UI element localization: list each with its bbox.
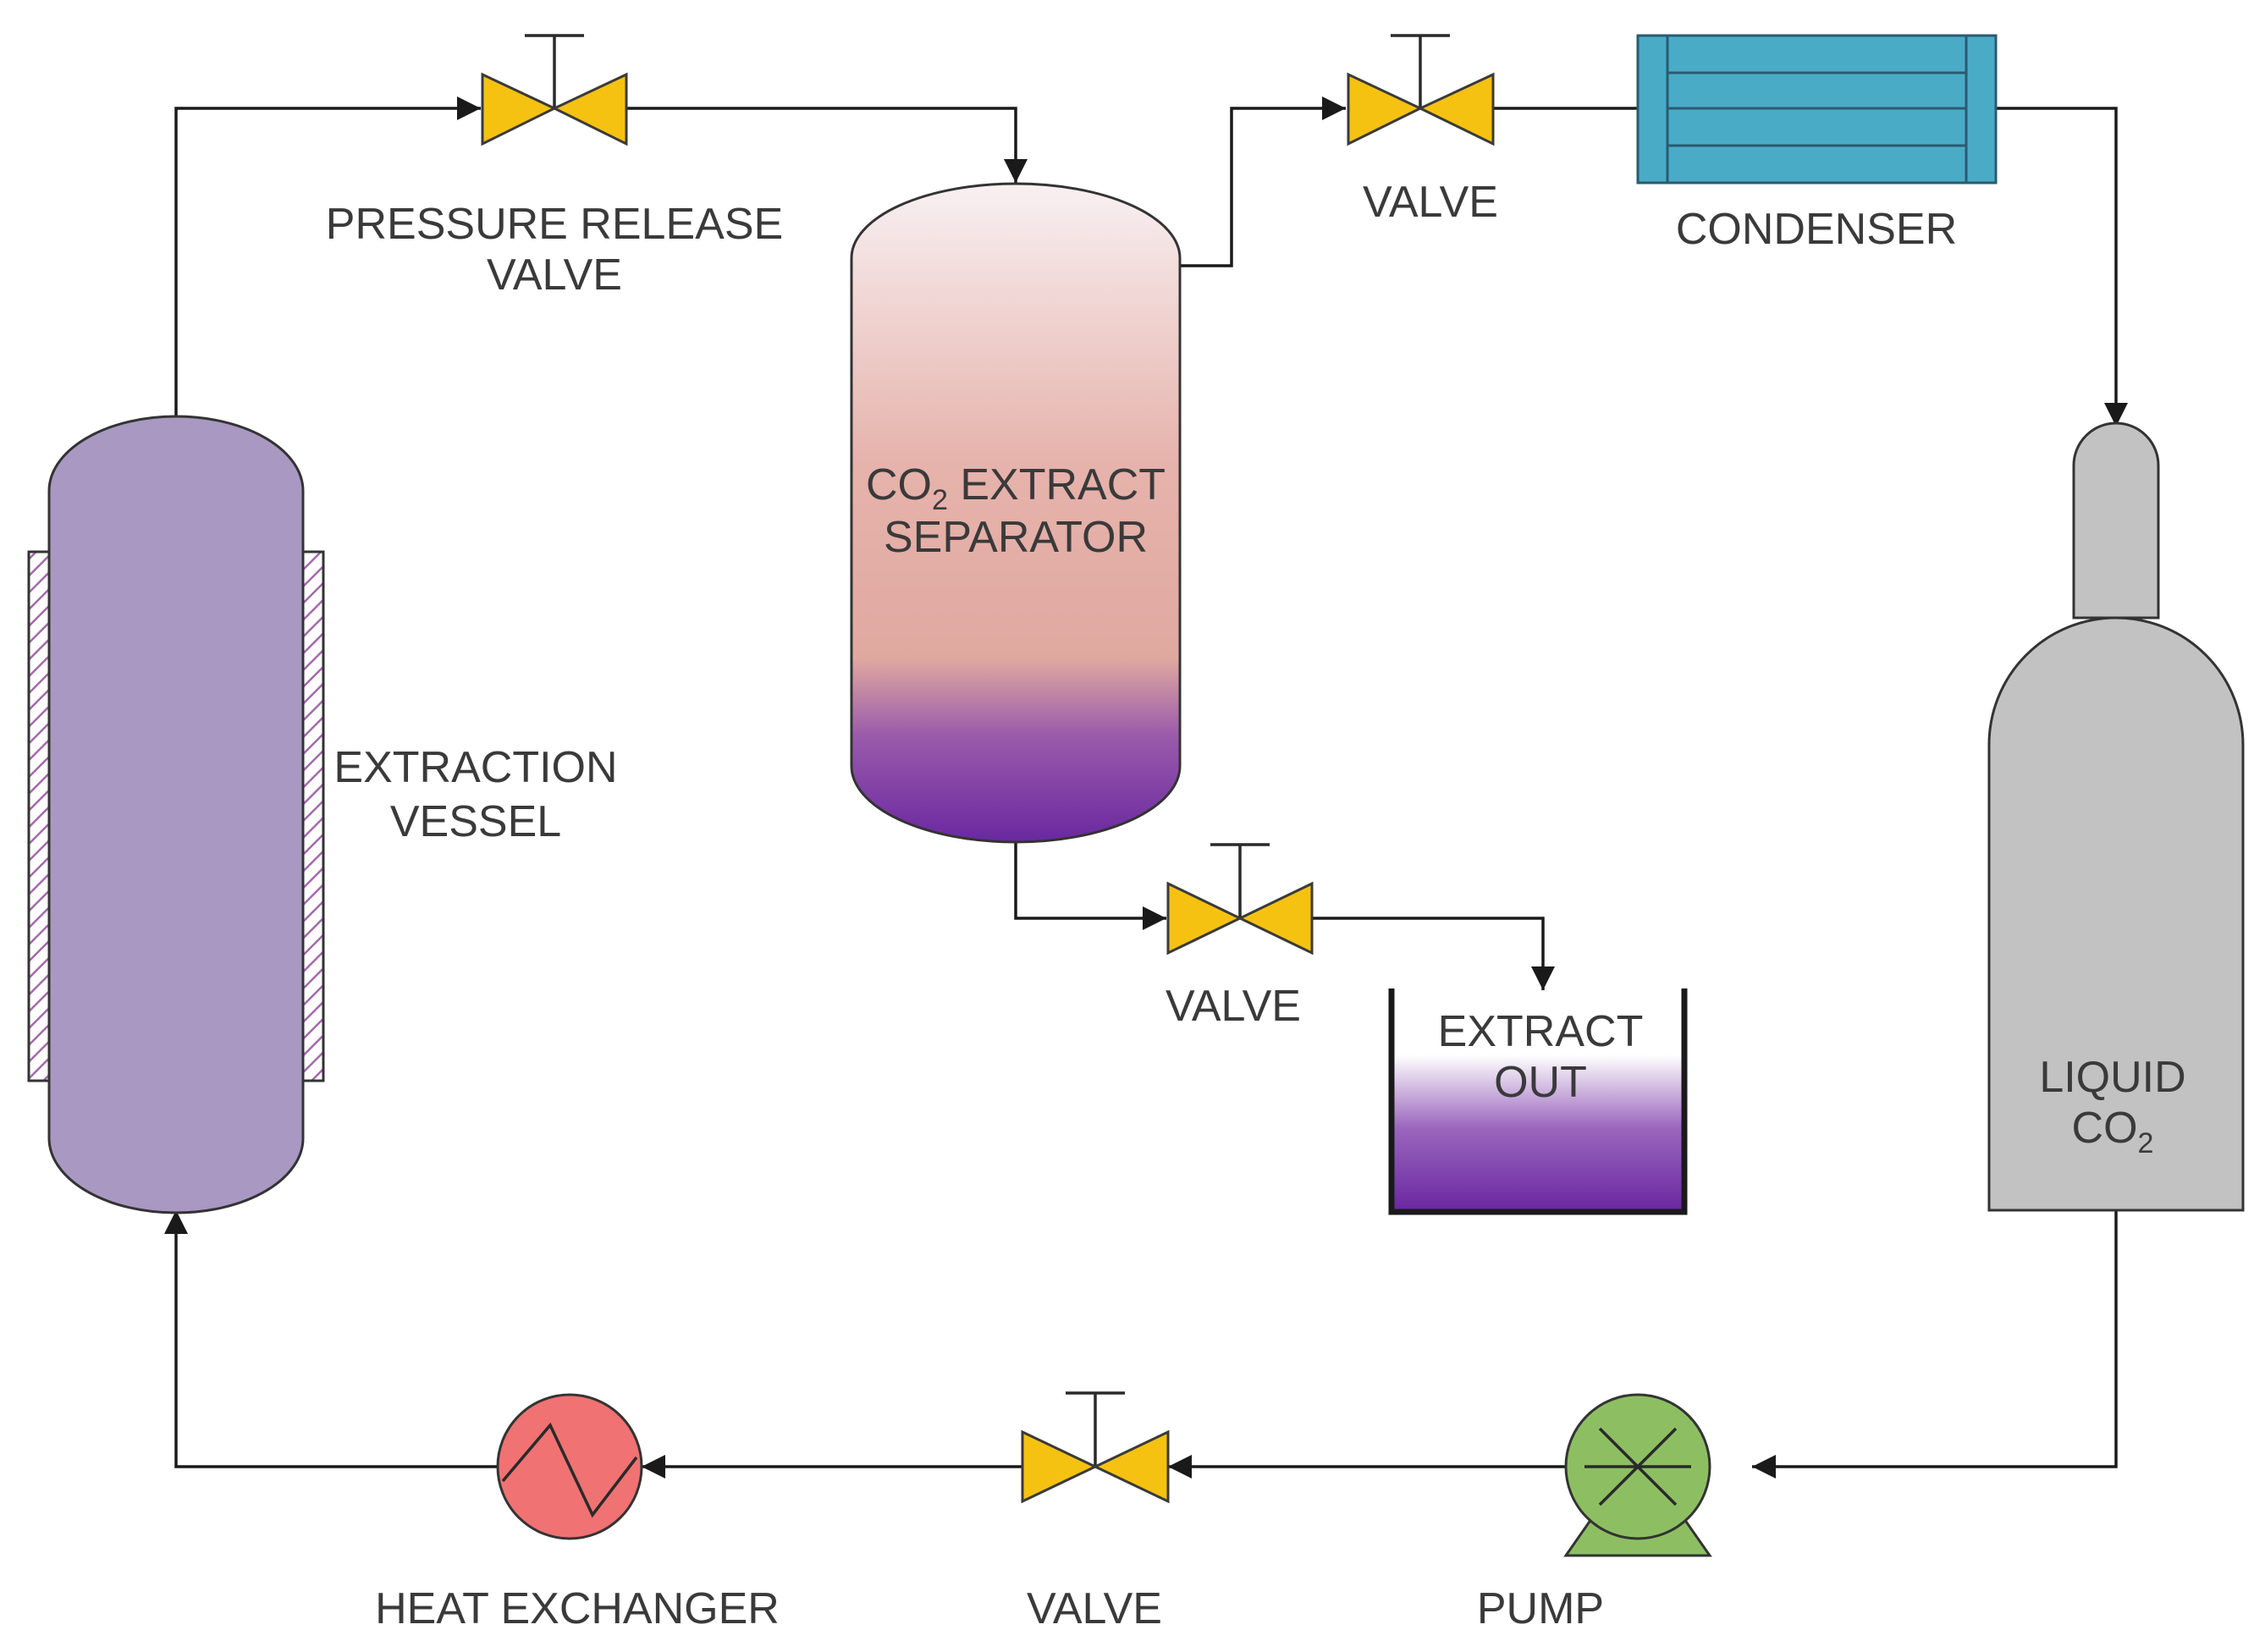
- heat-exchanger-coil-icon: [501, 1422, 638, 1518]
- label-bottom-valve: VALVE: [1027, 1584, 1162, 1633]
- label-pressure-release-valve-line2: VALVE: [487, 251, 622, 300]
- valve-right-triangle: [551, 72, 628, 146]
- pipe-middle-valve-to-extract: [1312, 917, 1555, 990]
- label-separator-line2: SEPARATOR: [884, 513, 1148, 562]
- label-condenser: CONDENSER: [1676, 205, 1957, 254]
- middle-valve[interactable]: [1166, 843, 1314, 955]
- valve-left-triangle: [481, 72, 558, 146]
- label-pump: PUMP: [1477, 1584, 1604, 1633]
- extraction-vessel: [27, 415, 325, 1214]
- pipe-cylinder-to-pump: [1752, 1210, 2118, 1479]
- pipe-pressure-valve-to-separator: [626, 107, 1028, 183]
- label-top-valve: VALVE: [1363, 178, 1498, 227]
- heat-exchanger: [496, 1393, 643, 1540]
- pipe-heat-exchanger-to-vessel: [164, 1210, 498, 1468]
- valve-right-triangle: [1417, 72, 1495, 146]
- pipework: [164, 96, 2128, 1479]
- pipe-condenser-to-cylinder: [1996, 107, 2128, 427]
- pressure-release-valve[interactable]: [481, 34, 628, 146]
- label-separator-line1: CO2 EXTRACT: [866, 460, 1166, 516]
- condenser: [1636, 34, 1998, 184]
- extract-container-walls: [1388, 988, 1688, 1215]
- extract-liquid: [1392, 994, 1683, 1210]
- pipe-separator-to-top-valve: [1178, 96, 1346, 267]
- cylinder-neck: [2072, 421, 2160, 620]
- label-middle-valve: VALVE: [1166, 982, 1301, 1031]
- label-extract-out-line1: EXTRACT: [1438, 1007, 1644, 1056]
- extraction-vessel-body: [47, 415, 305, 1214]
- pump[interactable]: [1563, 1393, 1712, 1557]
- cylinder-body: [1987, 616, 2245, 1212]
- label-pressure-release-valve-line1: PRESSURE RELEASE: [326, 200, 783, 249]
- separator-body: [850, 182, 1182, 844]
- valve-left-triangle: [1166, 881, 1243, 955]
- top-valve[interactable]: [1347, 34, 1495, 146]
- valve-left-triangle: [1021, 1429, 1099, 1504]
- extract-out-container: [1388, 988, 1688, 1215]
- label-liquid-co2-line2: CO2: [2072, 1104, 2154, 1159]
- labels: PRESSURE RELEASE VALVE VALVE CONDENSER C…: [326, 178, 2186, 1633]
- pipe-separator-to-middle-valve: [1014, 842, 1166, 930]
- valve-right-triangle: [1092, 1429, 1170, 1504]
- label-extraction-vessel-line1: EXTRACTION: [333, 743, 617, 792]
- label-extract-out-line2: OUT: [1494, 1058, 1587, 1107]
- pipe-vessel-to-pressure-valve: [174, 96, 481, 416]
- valve-right-triangle: [1237, 881, 1314, 955]
- label-extraction-vessel-line2: VESSEL: [390, 797, 561, 846]
- bottom-valve[interactable]: [1021, 1391, 1170, 1504]
- valve-left-triangle: [1347, 72, 1424, 146]
- label-liquid-co2-line1: LIQUID: [2039, 1053, 2185, 1102]
- liquid-co2-cylinder: [1987, 421, 2245, 1212]
- label-heat-exchanger: HEAT EXCHANGER: [375, 1584, 780, 1633]
- co2-extract-separator: [850, 182, 1182, 844]
